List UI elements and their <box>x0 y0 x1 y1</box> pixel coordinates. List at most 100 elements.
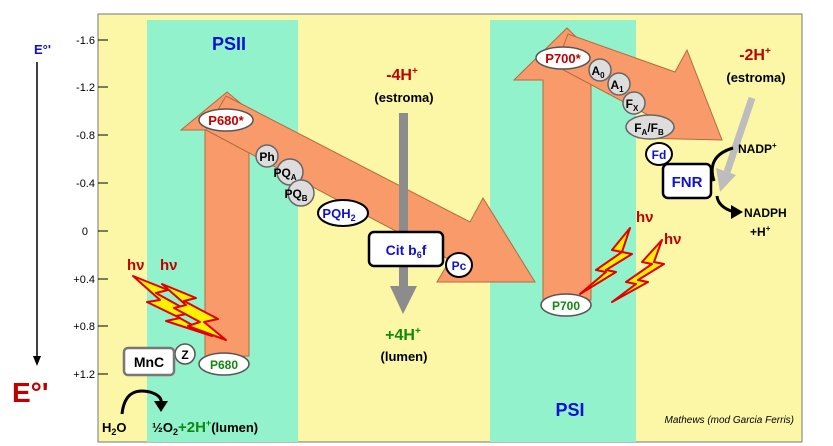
p680-star-label: P680* <box>208 113 244 128</box>
plus2h-main: +2H <box>178 419 206 436</box>
nadp-label: NADP+ <box>738 141 777 156</box>
lightning-icon <box>132 275 213 337</box>
stroma-minus-4h-main: -4H <box>386 67 412 84</box>
pqh2-sub: 2 <box>351 213 356 223</box>
p680-label: P680 <box>210 358 238 372</box>
psi-carriers: P700* A0 A1 FX FA/FB Fd FNR P700 <box>535 46 713 317</box>
a0-sub: 0 <box>600 71 605 80</box>
lightning-icon <box>161 283 227 341</box>
p700-star-node <box>535 46 591 70</box>
hv-label: hν <box>636 209 654 226</box>
fx-main: F <box>626 97 633 111</box>
stroma-minus-4h: -4H+ <box>386 66 418 84</box>
fx-node <box>622 91 646 115</box>
o2-main: ½O <box>152 420 173 435</box>
axis-top-label: E°' <box>34 42 51 57</box>
lightning-bolts <box>132 227 665 341</box>
hv-label: hν <box>160 257 178 274</box>
p680-star-node <box>198 108 254 132</box>
axis-bottom-label: E°' <box>12 377 49 408</box>
mnc-label: MnC <box>134 354 164 370</box>
mnc-node <box>122 346 176 377</box>
nadp-sup: + <box>772 141 777 150</box>
pqb-label: PQB <box>284 187 307 203</box>
energy-axis: E°' E°' <box>12 42 51 408</box>
fafb-b: /F <box>647 121 658 135</box>
pc-node <box>445 252 473 278</box>
tick-label: +1.2 <box>73 369 95 381</box>
axis-ticks: -1.6 -1.2 -0.8 -0.4 0 +0.4 +0.8 +1.2 <box>73 35 108 381</box>
lumen-plus-4h-sup: + <box>415 326 421 337</box>
lightning-icon <box>579 227 633 295</box>
fx-label: FX <box>626 97 639 113</box>
h2o-main: H <box>102 420 111 435</box>
o2-label: ½O2+2H+(lumen) <box>152 418 258 437</box>
hv-label: hν <box>664 231 682 248</box>
h2o-sub: 2 <box>111 427 116 437</box>
o2-sub: 2 <box>173 427 178 437</box>
psii-title: PSII <box>212 34 246 54</box>
proton-arrows <box>390 96 756 314</box>
h-plus-main: +H <box>750 225 766 239</box>
tick-label: -1.2 <box>76 82 95 94</box>
ph-label: Ph <box>259 150 274 164</box>
stroma-minus-2h-sup: + <box>765 46 771 57</box>
p700-node <box>540 293 592 317</box>
h-plus-label: +H+ <box>750 224 771 239</box>
pqb-node <box>287 179 315 207</box>
plus2h-sup: + <box>206 418 211 428</box>
fafb-label: FA/FB <box>634 121 664 137</box>
cyt-tail: f <box>422 242 427 258</box>
a0-label: A0 <box>591 64 605 80</box>
a1-sub: 1 <box>619 85 624 94</box>
z-label: Z <box>181 348 188 362</box>
psi-title: PSI <box>555 400 584 420</box>
cyt-b6f-label: Cit b6f <box>386 242 427 260</box>
pqh2-label: PQH2 <box>322 206 355 223</box>
p700-star-label: P700* <box>545 51 581 66</box>
fnr-label: FNR <box>672 174 703 191</box>
psii-carriers: P680* Ph PQA PQB PQH2 P680 Z MnC <box>122 108 369 377</box>
pqb-sub: B <box>302 194 308 203</box>
lightning-icon <box>611 239 665 303</box>
tick-label: 0 <box>82 226 88 238</box>
fafb-b-sub: B <box>658 128 664 137</box>
stroma-minus-2h-main: -2H <box>739 47 765 64</box>
cyt-b6f-node <box>367 230 445 268</box>
h2o-tail: O <box>116 420 126 435</box>
water-lumen-label: (lumen) <box>211 420 258 435</box>
psii-to-psi-transfer-arrow <box>205 95 536 283</box>
fafb-node <box>625 114 675 140</box>
a0-main: A <box>591 64 600 78</box>
pqa-main: PQ <box>273 166 290 180</box>
a1-label: A1 <box>610 78 624 94</box>
p680-node <box>198 352 250 376</box>
fafb-a-sub: A <box>642 128 648 137</box>
pqa-label: PQA <box>273 166 296 182</box>
a1-main: A <box>610 78 619 92</box>
pc-label: Pc <box>452 259 467 273</box>
tick-label: +0.4 <box>73 274 95 286</box>
o2-arrowhead <box>154 401 168 412</box>
fd-label: Fd <box>652 148 667 162</box>
pqb-main: PQ <box>284 187 301 201</box>
tick-label: -1.6 <box>76 35 95 47</box>
pqh2-node <box>317 199 369 227</box>
tick-label: -0.8 <box>76 130 95 142</box>
stroma-minus-4h-sup: + <box>412 66 418 77</box>
stroma-label-2: (estroma) <box>726 70 785 85</box>
hv-label: hν <box>127 257 145 274</box>
lumen-plus-4h-main: +4H <box>385 327 415 344</box>
h2o-label: H2O <box>102 420 127 437</box>
fnr-node <box>661 162 713 200</box>
fd-node <box>645 142 673 166</box>
nadph-label: NADPH <box>744 206 787 220</box>
pqh2-main: PQH <box>322 206 350 221</box>
nadp-main: NADP <box>738 142 772 156</box>
lumen-label-1: (lumen) <box>381 349 428 364</box>
lumen-plus-4h: +4H+ <box>385 326 421 344</box>
ph-node <box>255 144 279 168</box>
p700-label: P700 <box>552 299 580 313</box>
